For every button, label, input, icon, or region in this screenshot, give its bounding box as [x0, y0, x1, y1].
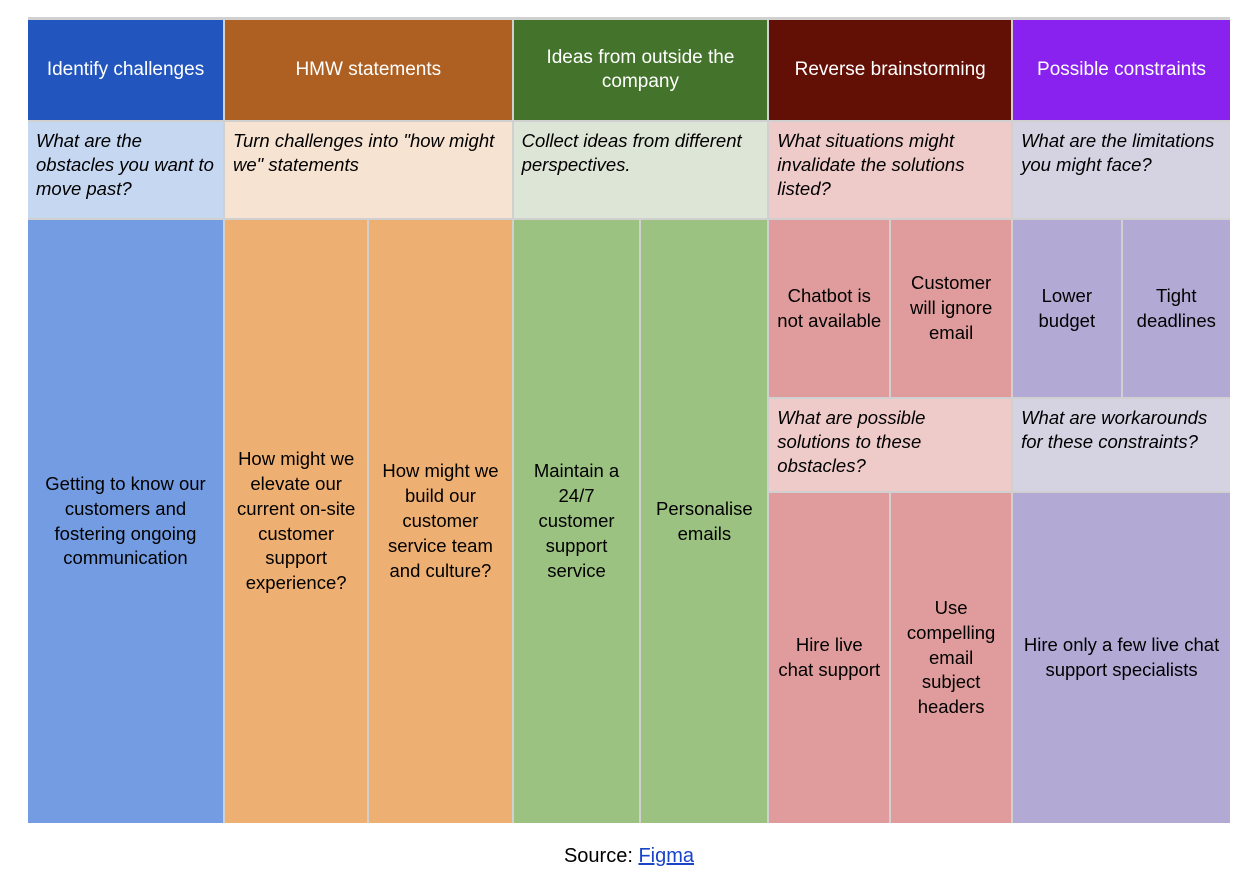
sticky-note[interactable]: How might we elevate our current on-site… — [225, 220, 368, 823]
sticky-note[interactable]: Use compelling email subject headers — [891, 493, 1012, 823]
obstacles-row: Chatbot is not available Customer will i… — [769, 220, 1012, 397]
sticky-note[interactable]: Maintain a 24/7 customer support service — [513, 220, 640, 823]
cells-ideas-outside-company: Maintain a 24/7 customer support service… — [513, 220, 768, 823]
column-reverse-brainstorming: Reverse brainstorming What situations mi… — [769, 20, 1012, 823]
column-prompt-possible-solutions[interactable]: What are possible solutions to these obs… — [769, 399, 1012, 491]
workarounds-row: Hire only a few live chat support specia… — [1013, 493, 1230, 823]
column-possible-constraints: Possible constraints What are the limita… — [1013, 20, 1230, 823]
sticky-note[interactable]: Hire live chat support — [769, 493, 890, 823]
column-prompt-reverse-brainstorming[interactable]: What situations might invalidate the sol… — [769, 122, 1012, 218]
column-ideas-outside-company: Ideas from outside the company Collect i… — [513, 20, 768, 823]
brainstorming-board: Identify challenges What are the obstacl… — [28, 17, 1230, 823]
sticky-note[interactable]: How might we build our customer service … — [369, 220, 512, 823]
constraints-row: Lower budget Tight deadlines — [1013, 220, 1230, 397]
sticky-note[interactable]: Hire only a few live chat support specia… — [1013, 493, 1230, 823]
column-identify-challenges: Identify challenges What are the obstacl… — [28, 20, 224, 823]
column-header-identify-challenges[interactable]: Identify challenges — [28, 20, 224, 120]
sticky-note[interactable]: Getting to know our customers and foster… — [28, 220, 224, 823]
cells-reverse-brainstorming: Chatbot is not available Customer will i… — [769, 220, 1012, 823]
sticky-note[interactable]: Chatbot is not available — [769, 220, 890, 397]
column-prompt-workarounds[interactable]: What are workarounds for these constrain… — [1013, 399, 1230, 491]
cells-hmw-statements: How might we elevate our current on-site… — [225, 220, 512, 823]
column-header-possible-constraints[interactable]: Possible constraints — [1013, 20, 1230, 120]
cells-possible-constraints: Lower budget Tight deadlines What are wo… — [1013, 220, 1230, 823]
column-prompt-ideas-outside-company[interactable]: Collect ideas from different perspective… — [513, 122, 768, 218]
sticky-note[interactable]: Personalise emails — [641, 220, 768, 823]
column-header-reverse-brainstorming[interactable]: Reverse brainstorming — [769, 20, 1012, 120]
solutions-row: Hire live chat support Use compelling em… — [769, 493, 1012, 823]
sticky-note[interactable]: Customer will ignore email — [891, 220, 1012, 397]
source-label: Source: — [563, 845, 639, 867]
column-header-hmw-statements[interactable]: HMW statements — [225, 20, 512, 120]
column-header-ideas-outside-company[interactable]: Ideas from outside the company — [513, 20, 768, 120]
figma-source-link[interactable]: Figma — [638, 845, 695, 867]
cells-identify-challenges: Getting to know our customers and foster… — [28, 220, 224, 823]
column-prompt-identify-challenges[interactable]: What are the obstacles you want to move … — [28, 122, 224, 218]
sticky-note[interactable]: Lower budget — [1013, 220, 1121, 397]
source-footer: Source: Figma — [0, 845, 1258, 868]
sticky-note[interactable]: Tight deadlines — [1122, 220, 1230, 397]
column-prompt-hmw-statements[interactable]: Turn challenges into "how might we" stat… — [225, 122, 512, 218]
column-hmw-statements: HMW statements Turn challenges into "how… — [225, 20, 512, 823]
column-prompt-possible-constraints[interactable]: What are the limitations you might face? — [1013, 122, 1230, 218]
